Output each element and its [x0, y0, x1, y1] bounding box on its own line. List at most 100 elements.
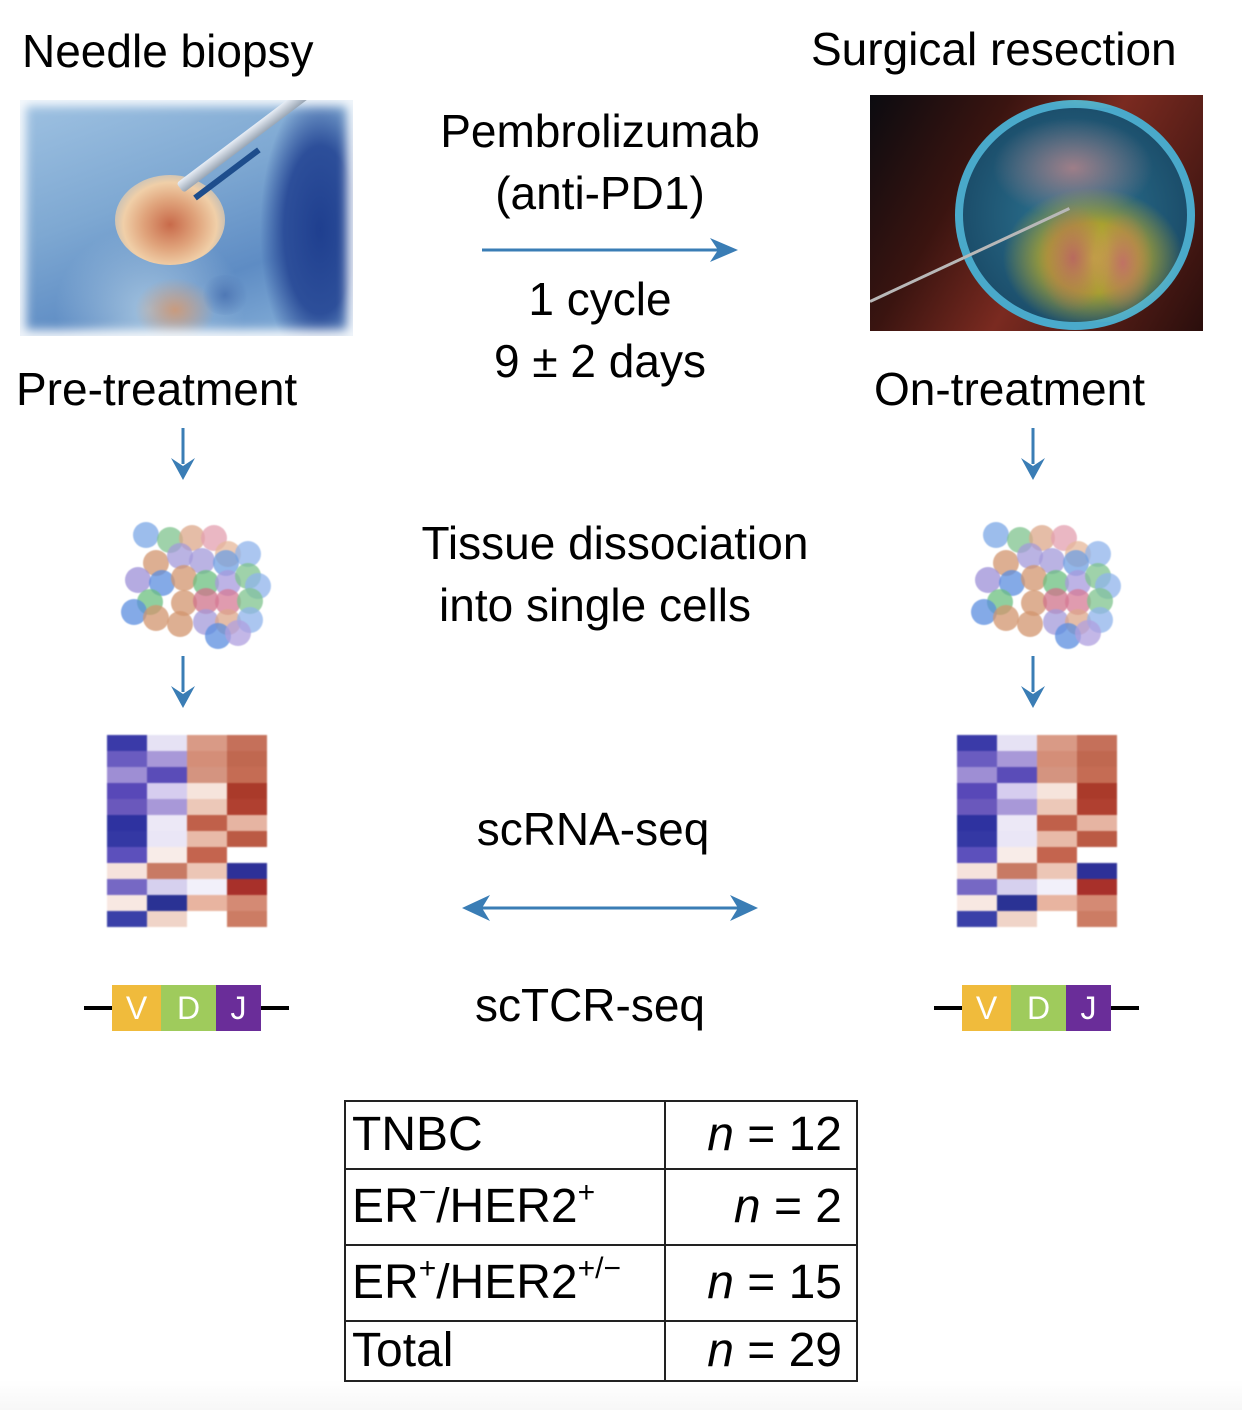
down-arrow-icon: [171, 656, 195, 708]
heatmap-cell: [1037, 863, 1077, 879]
cell-dot: [983, 522, 1009, 548]
count-value: = 29: [747, 1324, 842, 1377]
scrna-seq-label: scRNA-seq: [476, 803, 710, 855]
table-row: ER−/HER2+ n = 2: [344, 1168, 858, 1246]
pre-procedure-label: Needle biopsy: [22, 25, 314, 77]
cell-dot: [171, 565, 197, 591]
heatmap-cell: [147, 847, 187, 863]
single-cells-on-icon: [965, 505, 1121, 649]
drug-target: (anti-PD1): [495, 167, 705, 219]
v-segment-label: V: [975, 989, 998, 1026]
bidirectional-arrow-icon: [462, 895, 758, 921]
count-value: = 15: [747, 1256, 842, 1309]
heatmap-cell: [187, 847, 227, 863]
heatmap-cell: [187, 799, 227, 815]
treatment-cycles: 1 cycle: [528, 273, 672, 325]
subtype-cell: TNBC: [344, 1100, 666, 1170]
table-row: Total n = 29: [344, 1320, 858, 1382]
heatmap-cell: [997, 751, 1037, 767]
heatmap-cell: [957, 751, 997, 767]
cell-dot: [121, 599, 147, 625]
heatmap-cell: [1077, 911, 1117, 927]
n-symbol: n: [733, 1180, 761, 1233]
heatmap-cell: [957, 735, 997, 751]
syringe-shape: [176, 100, 320, 193]
pre-timepoint-label: Pre-treatment: [16, 363, 298, 415]
heatmap-cell: [227, 815, 267, 831]
surgical-resection-image: [870, 95, 1203, 331]
single-cells-pre-icon: [115, 505, 271, 649]
cell-dot: [1021, 565, 1047, 591]
heatmap-cell: [107, 911, 147, 927]
heatmap-cell: [227, 911, 267, 927]
on-procedure-label: Surgical resection: [811, 23, 1177, 75]
count-cell: n = 12: [664, 1100, 858, 1170]
v-segment-label: V: [125, 989, 148, 1026]
heatmap-cell: [1037, 815, 1077, 831]
n-symbol: n: [707, 1108, 734, 1161]
table-row: ER+/HER2+/− n = 15: [344, 1244, 858, 1322]
heatmap-cell: [1077, 799, 1117, 815]
heatmap-cell: [1077, 767, 1117, 783]
heatmap-cell: [997, 735, 1037, 751]
cohort-table: TNBC n = 12 ER−/HER2+ n = 2 ER+/HER2+/− …: [344, 1100, 858, 1382]
heatmap-cell: [107, 735, 147, 751]
count-cell: n = 2: [664, 1168, 858, 1246]
heatmap-cell: [227, 895, 267, 911]
heatmap-cell: [957, 895, 997, 911]
cell-dot: [971, 599, 997, 625]
heatmap-cell: [997, 767, 1037, 783]
cell-dot: [1075, 620, 1101, 646]
cell-dot: [1017, 543, 1043, 569]
heatmap-cell: [107, 895, 147, 911]
heatmap-cell: [957, 799, 997, 815]
v-segment: V: [962, 985, 1011, 1031]
heatmap-cell: [107, 879, 147, 895]
heatmap-cell: [1037, 831, 1077, 847]
cell-dot: [167, 611, 193, 637]
heatmap-cell: [997, 911, 1037, 927]
heatmap-cell: [187, 911, 227, 927]
heatmap-cell: [227, 735, 267, 751]
vdj-gene-pre: V D J: [84, 985, 289, 1031]
heatmap-cell: [107, 831, 147, 847]
dna-line-left: [934, 1006, 962, 1010]
down-arrow-icon: [171, 428, 195, 480]
heatmap-cell: [1037, 751, 1077, 767]
er-status-superscript: −: [418, 1176, 437, 1209]
j-segment: J: [216, 985, 261, 1031]
heatmap-cell: [187, 735, 227, 751]
subtype-cell: ER−/HER2+: [344, 1168, 666, 1246]
vdj-gene-on: V D J: [934, 985, 1139, 1031]
heatmap-cell: [187, 815, 227, 831]
heatmap-cell: [997, 879, 1037, 895]
heatmap-cell: [187, 783, 227, 799]
dna-line-right: [1111, 1006, 1139, 1010]
heatmap-cell: [227, 831, 267, 847]
heatmap-cell: [1037, 767, 1077, 783]
subtype-cell: Total: [344, 1320, 666, 1382]
heatmap-cell: [147, 815, 187, 831]
tumor-sphere-shape: [955, 100, 1195, 330]
heatmap-cell: [187, 863, 227, 879]
cell-dot: [1085, 541, 1111, 567]
heatmap-cell: [957, 815, 997, 831]
subtype-text: ER: [352, 1256, 419, 1309]
her2-text: /HER2: [436, 1180, 578, 1233]
heatmap-cell: [107, 783, 147, 799]
heatmap-on-icon: [957, 735, 1117, 927]
treatment-duration: 9 ± 2 days: [494, 335, 706, 387]
heatmap-cell: [957, 911, 997, 927]
dna-line-left: [84, 1006, 112, 1010]
heatmap-cell: [227, 863, 267, 879]
heatmap-cell: [1077, 863, 1117, 879]
heatmap-cell: [957, 863, 997, 879]
heatmap-cell: [107, 863, 147, 879]
heatmap-cell: [147, 831, 187, 847]
heatmap-cell: [1077, 831, 1117, 847]
heatmap-cell: [187, 767, 227, 783]
heatmap-cell: [1077, 815, 1117, 831]
heatmap-cell: [227, 767, 267, 783]
heatmap-cell: [147, 767, 187, 783]
her2-status-superscript: +: [577, 1176, 596, 1209]
